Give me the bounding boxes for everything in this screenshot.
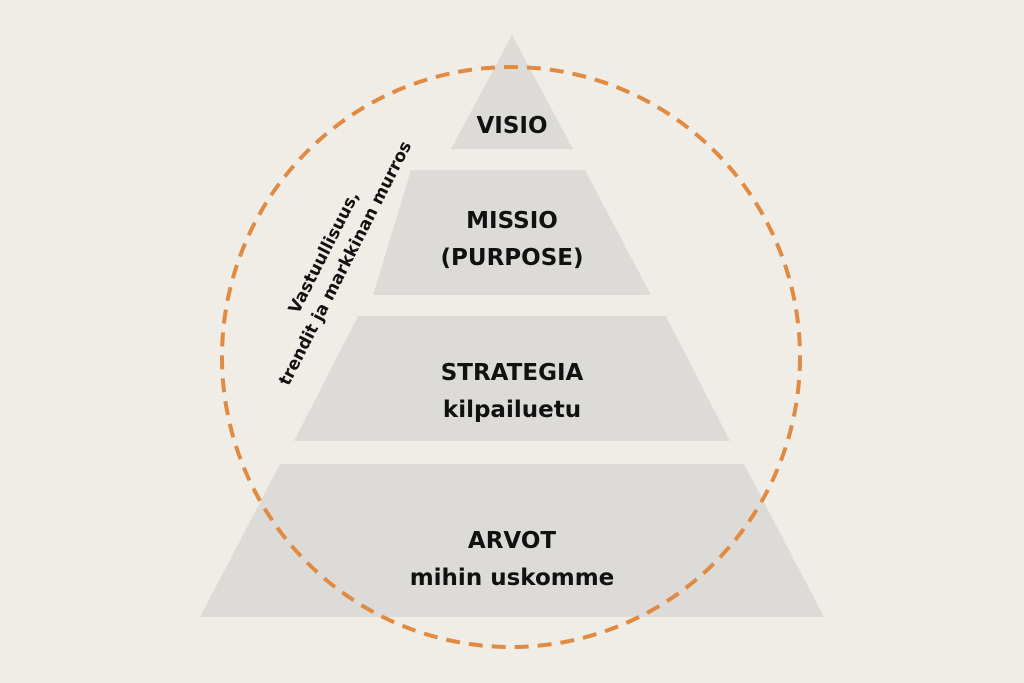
label-visio: VISIO — [476, 108, 547, 145]
pyramid-level-missio — [373, 170, 651, 295]
strategia-title: STRATEGIA — [440, 360, 584, 386]
label-missio: MISSIO (PURPOSE) — [441, 203, 584, 277]
pyramid-level-visio — [451, 35, 573, 149]
label-arvot: ARVOT mihin uskomme — [410, 523, 615, 597]
strategia-subtitle: kilpailuetu — [442, 397, 582, 423]
dashed-circle — [220, 65, 802, 649]
missio-title: MISSIO — [466, 208, 558, 234]
pyramid-level-strategia — [294, 316, 730, 441]
arvot-title: ARVOT — [467, 528, 557, 554]
missio-subtitle: (PURPOSE) — [440, 245, 584, 271]
label-strategia: STRATEGIA kilpailuetu — [441, 355, 584, 429]
pyramid-level-arvot — [200, 464, 824, 617]
arvot-subtitle: mihin uskomme — [409, 565, 615, 591]
visio-title: VISIO — [476, 113, 548, 139]
